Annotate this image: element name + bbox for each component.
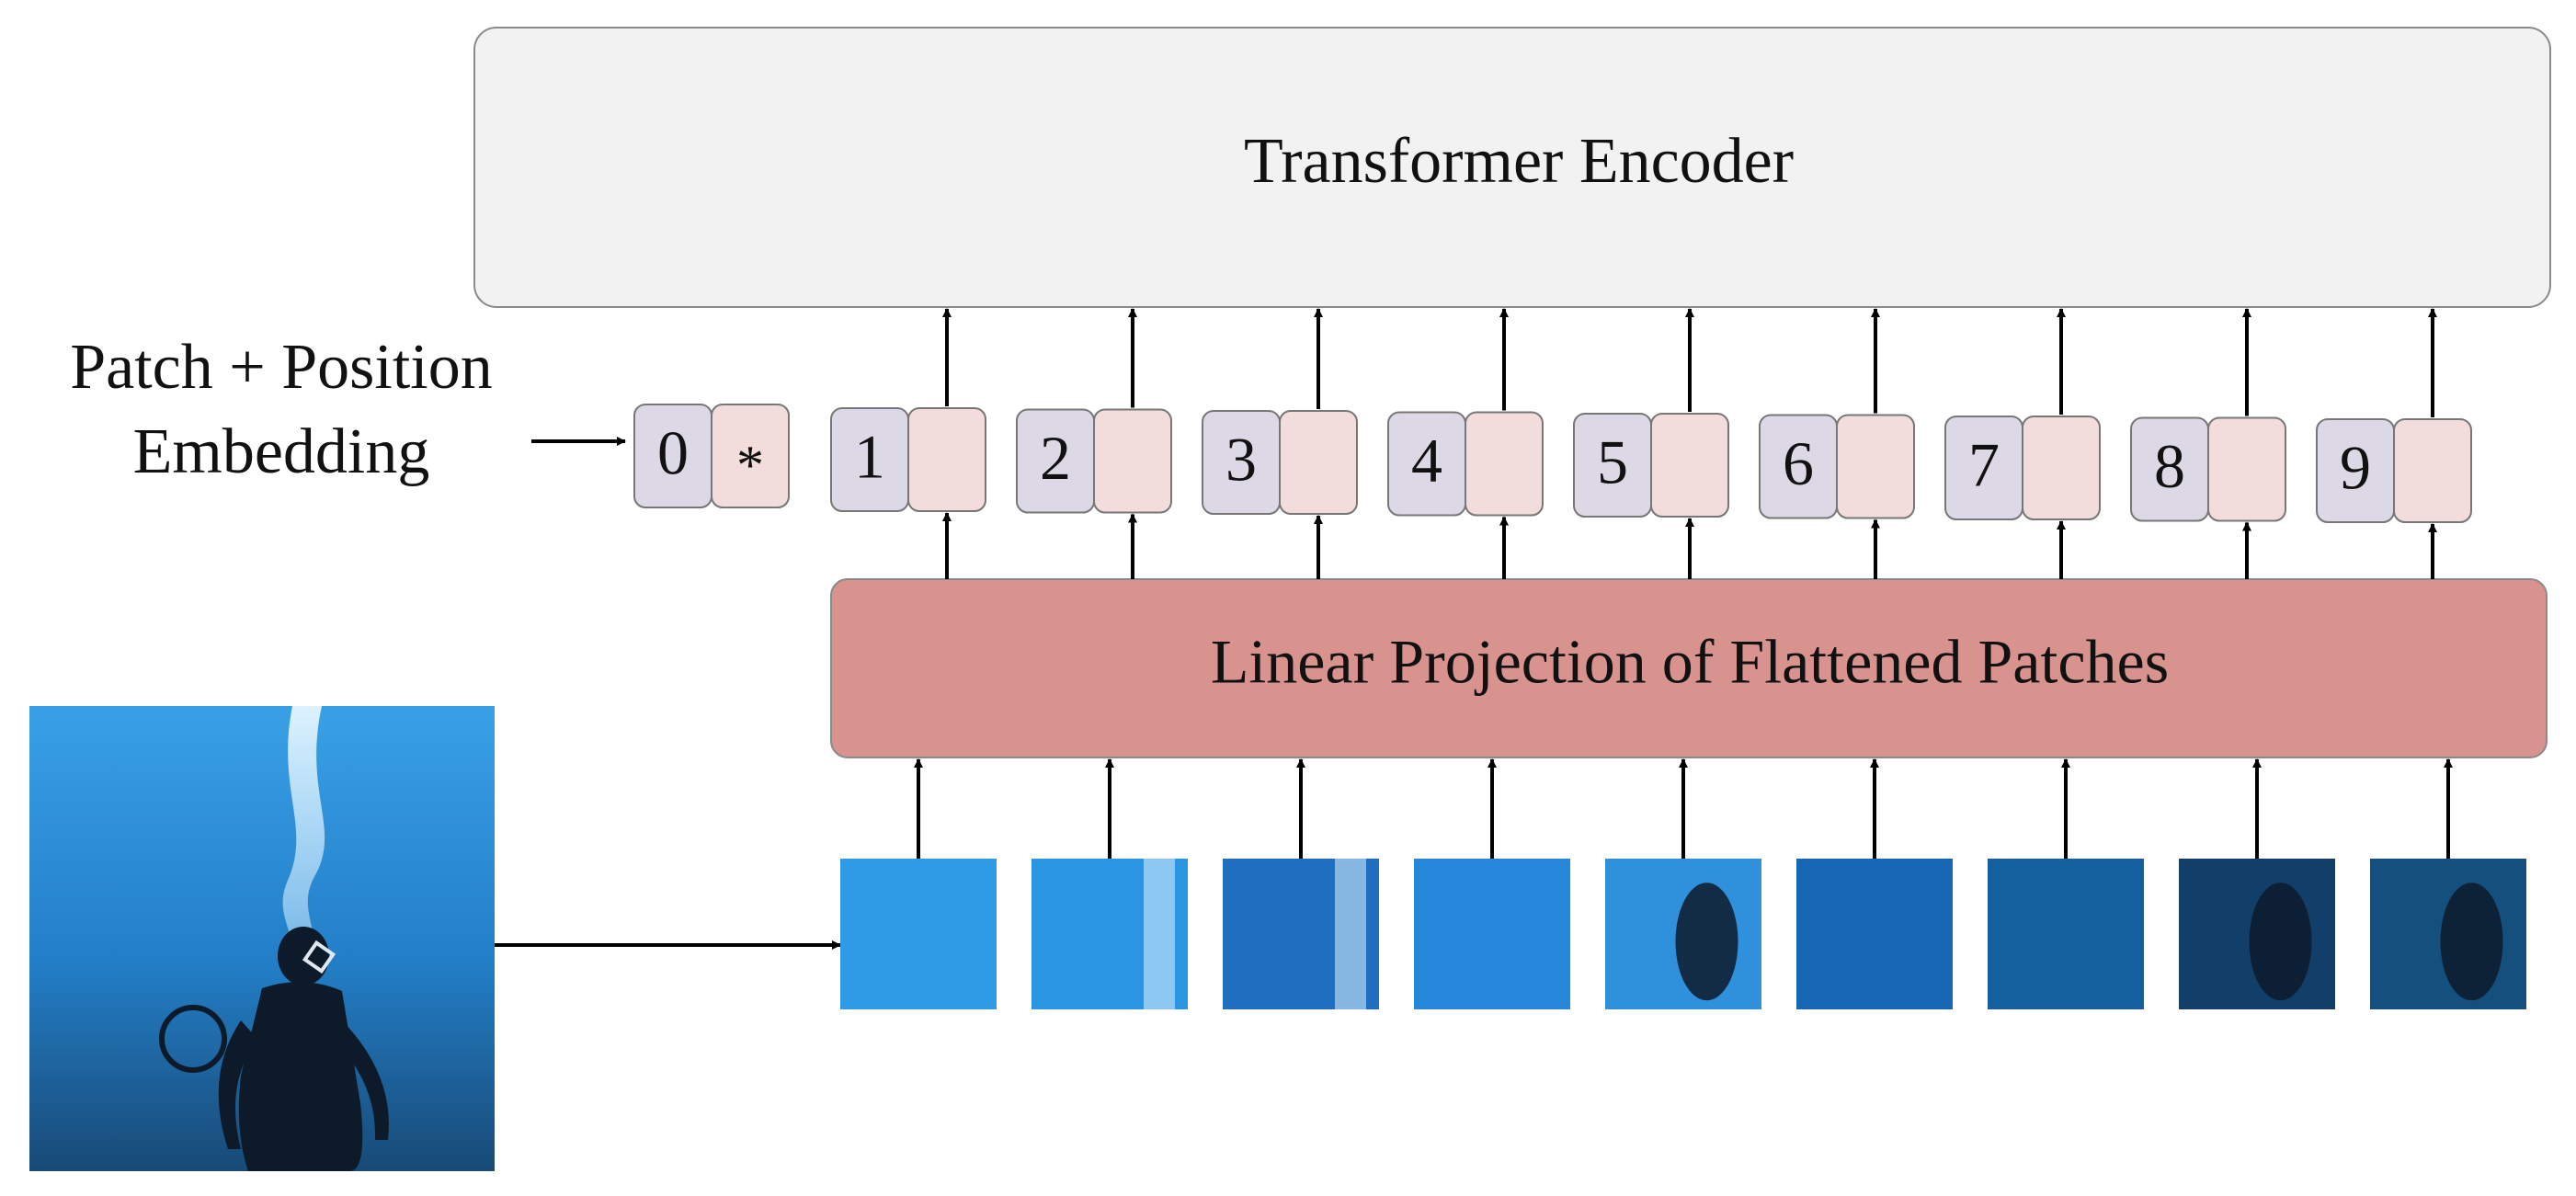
patch-token-row: 1 2 3 4 5 6 7 8 9 bbox=[830, 407, 2472, 523]
image-patch-1 bbox=[840, 859, 997, 1009]
token-index-label: 1 bbox=[854, 422, 885, 492]
diver-silhouette bbox=[159, 927, 389, 1171]
patch-embedding-box bbox=[1279, 410, 1358, 515]
image-patch-2 bbox=[1032, 859, 1188, 1009]
image-patch-5 bbox=[1605, 859, 1761, 1009]
patch-embedding-box bbox=[907, 407, 986, 512]
flow-arrows bbox=[914, 308, 2453, 859]
image-patch-3 bbox=[1223, 859, 1379, 1009]
class-token: 0 * bbox=[633, 404, 790, 508]
image-patch-9 bbox=[2370, 859, 2526, 1009]
token-index-label: 7 bbox=[1968, 430, 2000, 500]
patch-token-4: 4 bbox=[1387, 411, 1544, 517]
token-index-label: 4 bbox=[1411, 426, 1442, 495]
bubble-column bbox=[282, 706, 325, 974]
image-patch-7 bbox=[1988, 859, 2144, 1009]
token-index-label: 2 bbox=[1040, 423, 1071, 493]
image-patch-6 bbox=[1796, 859, 1953, 1009]
patch-token-7: 7 bbox=[1944, 416, 2101, 520]
patch-embedding-box bbox=[2022, 416, 2101, 520]
embedding-label-line2: Embedding bbox=[133, 416, 430, 487]
patch-token-9: 9 bbox=[2316, 418, 2472, 523]
patch-token-6: 6 bbox=[1759, 414, 1915, 519]
input-image bbox=[29, 706, 495, 1171]
image-patch-8 bbox=[2179, 859, 2335, 1009]
patch-embedding-box bbox=[1836, 414, 1915, 519]
linear-projection-label: Linear Projection of Flattened Patches bbox=[1211, 627, 2169, 697]
token-index-label: 9 bbox=[2340, 433, 2371, 503]
patch-embedding-box bbox=[2393, 418, 2472, 523]
class-token-embedding-box bbox=[711, 404, 790, 508]
embedding-label-line1: Patch + Position bbox=[70, 332, 493, 403]
token-index-label: 5 bbox=[1597, 427, 1628, 497]
transformer-encoder-box bbox=[473, 27, 2551, 308]
token-index-label: 6 bbox=[1783, 428, 1814, 498]
transformer-encoder-label: Transformer Encoder bbox=[1244, 126, 1794, 197]
image-patch-row bbox=[840, 859, 2526, 1009]
patch-embedding-box bbox=[1093, 408, 1172, 514]
patch-embedding-box bbox=[2207, 416, 2286, 522]
patch-token-3: 3 bbox=[1202, 410, 1358, 515]
patch-embedding-box bbox=[1465, 411, 1544, 517]
patch-token-5: 5 bbox=[1573, 413, 1729, 518]
patch-token-8: 8 bbox=[2130, 416, 2286, 522]
token-index-label: 3 bbox=[1225, 425, 1257, 495]
token-index-label: 8 bbox=[2154, 431, 2185, 501]
image-patch-4 bbox=[1414, 859, 1570, 1009]
patch-token-1: 1 bbox=[830, 407, 986, 512]
class-token-index: 0 bbox=[657, 418, 689, 488]
patch-token-2: 2 bbox=[1016, 408, 1172, 514]
patch-embedding-box bbox=[1650, 413, 1729, 518]
class-token-marker: * bbox=[736, 435, 764, 495]
